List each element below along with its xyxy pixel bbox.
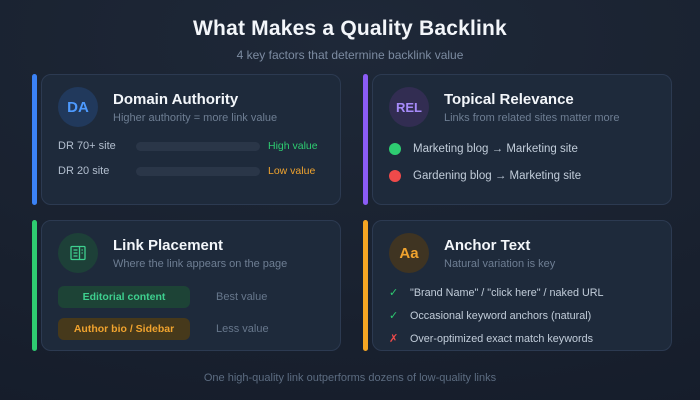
page-subtitle: 4 key factors that determine backlink va… bbox=[236, 48, 464, 62]
authority-bars: DR 70+ site High value DR 20 site Low va… bbox=[58, 140, 324, 177]
newspaper-icon bbox=[58, 233, 98, 273]
card-anchor-text: Aa Anchor Text Natural variation is key … bbox=[363, 220, 672, 351]
bar-value-label: Low value bbox=[268, 165, 316, 177]
card-subtitle: Natural variation is key bbox=[444, 257, 556, 270]
list-item: ✓ "Brand Name" / "click here" / naked UR… bbox=[389, 286, 655, 299]
card-header-text: Topical Relevance Links from related sit… bbox=[444, 91, 619, 124]
relevance-example: Marketing blog → Marketing site bbox=[413, 143, 578, 155]
card-title: Link Placement bbox=[113, 236, 224, 254]
progress-track bbox=[136, 166, 260, 176]
card-body: Aa Anchor Text Natural variation is key … bbox=[372, 220, 672, 351]
checkmark-icon: ✓ bbox=[389, 287, 399, 299]
anchor-text-badge: Aa bbox=[389, 233, 429, 273]
card-subtitle: Where the link appears on the page bbox=[113, 257, 288, 270]
card-grid: DA Domain Authority Higher authority = m… bbox=[0, 74, 700, 351]
card-domain-authority: DA Domain Authority Higher authority = m… bbox=[32, 74, 341, 205]
page-title: What Makes a Quality Backlink bbox=[193, 17, 507, 40]
checkmark-icon: ✓ bbox=[389, 310, 399, 322]
card-header-text: Domain Authority Higher authority = more… bbox=[113, 91, 277, 124]
list-item: Gardening blog → Marketing site bbox=[389, 170, 655, 182]
card-header: Link Placement Where the link appears on… bbox=[58, 233, 324, 273]
list-item: Marketing blog → Marketing site bbox=[389, 143, 655, 155]
list-item: Editorial content Best value bbox=[58, 286, 324, 308]
anchor-example: Over-optimized exact match keywords bbox=[410, 333, 594, 345]
card-subtitle: Links from related sites matter more bbox=[444, 111, 620, 124]
card-header: Aa Anchor Text Natural variation is key bbox=[389, 233, 655, 273]
anchor-example: Occasional keyword anchors (natural) bbox=[410, 310, 592, 322]
green-dot-icon bbox=[389, 143, 401, 155]
bar-row-low: DR 20 site Low value bbox=[58, 165, 324, 177]
anchor-example: "Brand Name" / "click here" / naked URL bbox=[410, 287, 604, 299]
card-link-placement: Link Placement Where the link appears on… bbox=[32, 220, 341, 351]
domain-authority-badge: DA bbox=[58, 87, 98, 127]
bar-row-high: DR 70+ site High value bbox=[58, 140, 324, 152]
page-header: What Makes a Quality Backlink 4 key fact… bbox=[0, 0, 700, 62]
placement-note: Best value bbox=[216, 291, 268, 303]
card-header-text: Link Placement Where the link appears on… bbox=[113, 237, 287, 270]
placement-note: Less value bbox=[216, 323, 269, 335]
list-item: ✗ Over-optimized exact match keywords bbox=[389, 332, 655, 345]
author-bio-pill: Author bio / Sidebar bbox=[58, 318, 190, 340]
accent-bar-blue bbox=[32, 74, 37, 205]
accent-bar-green bbox=[32, 220, 37, 351]
cross-icon: ✗ bbox=[389, 333, 399, 345]
card-header-text: Anchor Text Natural variation is key bbox=[444, 237, 555, 270]
card-title: Anchor Text bbox=[444, 236, 531, 254]
list-item: ✓ Occasional keyword anchors (natural) bbox=[389, 309, 655, 322]
card-body: DA Domain Authority Higher authority = m… bbox=[41, 74, 341, 205]
card-topical-relevance: REL Topical Relevance Links from related… bbox=[363, 74, 672, 205]
card-subtitle: Higher authority = more link value bbox=[113, 111, 278, 124]
editorial-content-pill: Editorial content bbox=[58, 286, 190, 308]
bar-value-label: High value bbox=[268, 140, 318, 152]
footer-note: One high-quality link outperforms dozens… bbox=[203, 372, 497, 384]
bar-label: DR 20 site bbox=[58, 165, 110, 177]
accent-bar-purple bbox=[363, 74, 368, 205]
card-header: REL Topical Relevance Links from related… bbox=[389, 87, 655, 127]
accent-bar-orange bbox=[363, 220, 368, 351]
card-title: Domain Authority bbox=[113, 90, 239, 108]
list-item: Author bio / Sidebar Less value bbox=[58, 318, 324, 340]
card-title: Topical Relevance bbox=[444, 90, 574, 108]
relevance-badge: REL bbox=[389, 87, 429, 127]
relevance-items: Marketing blog → Marketing site Gardenin… bbox=[389, 143, 655, 182]
card-body: REL Topical Relevance Links from related… bbox=[372, 74, 672, 205]
red-dot-icon bbox=[389, 170, 401, 182]
placement-rows: Editorial content Best value Author bio … bbox=[58, 286, 324, 340]
progress-track bbox=[136, 141, 260, 151]
card-header: DA Domain Authority Higher authority = m… bbox=[58, 87, 324, 127]
anchor-checklist: ✓ "Brand Name" / "click here" / naked UR… bbox=[389, 286, 655, 345]
relevance-example: Gardening blog → Marketing site bbox=[413, 170, 582, 182]
card-body: Link Placement Where the link appears on… bbox=[41, 220, 341, 351]
bar-label: DR 70+ site bbox=[58, 140, 116, 152]
